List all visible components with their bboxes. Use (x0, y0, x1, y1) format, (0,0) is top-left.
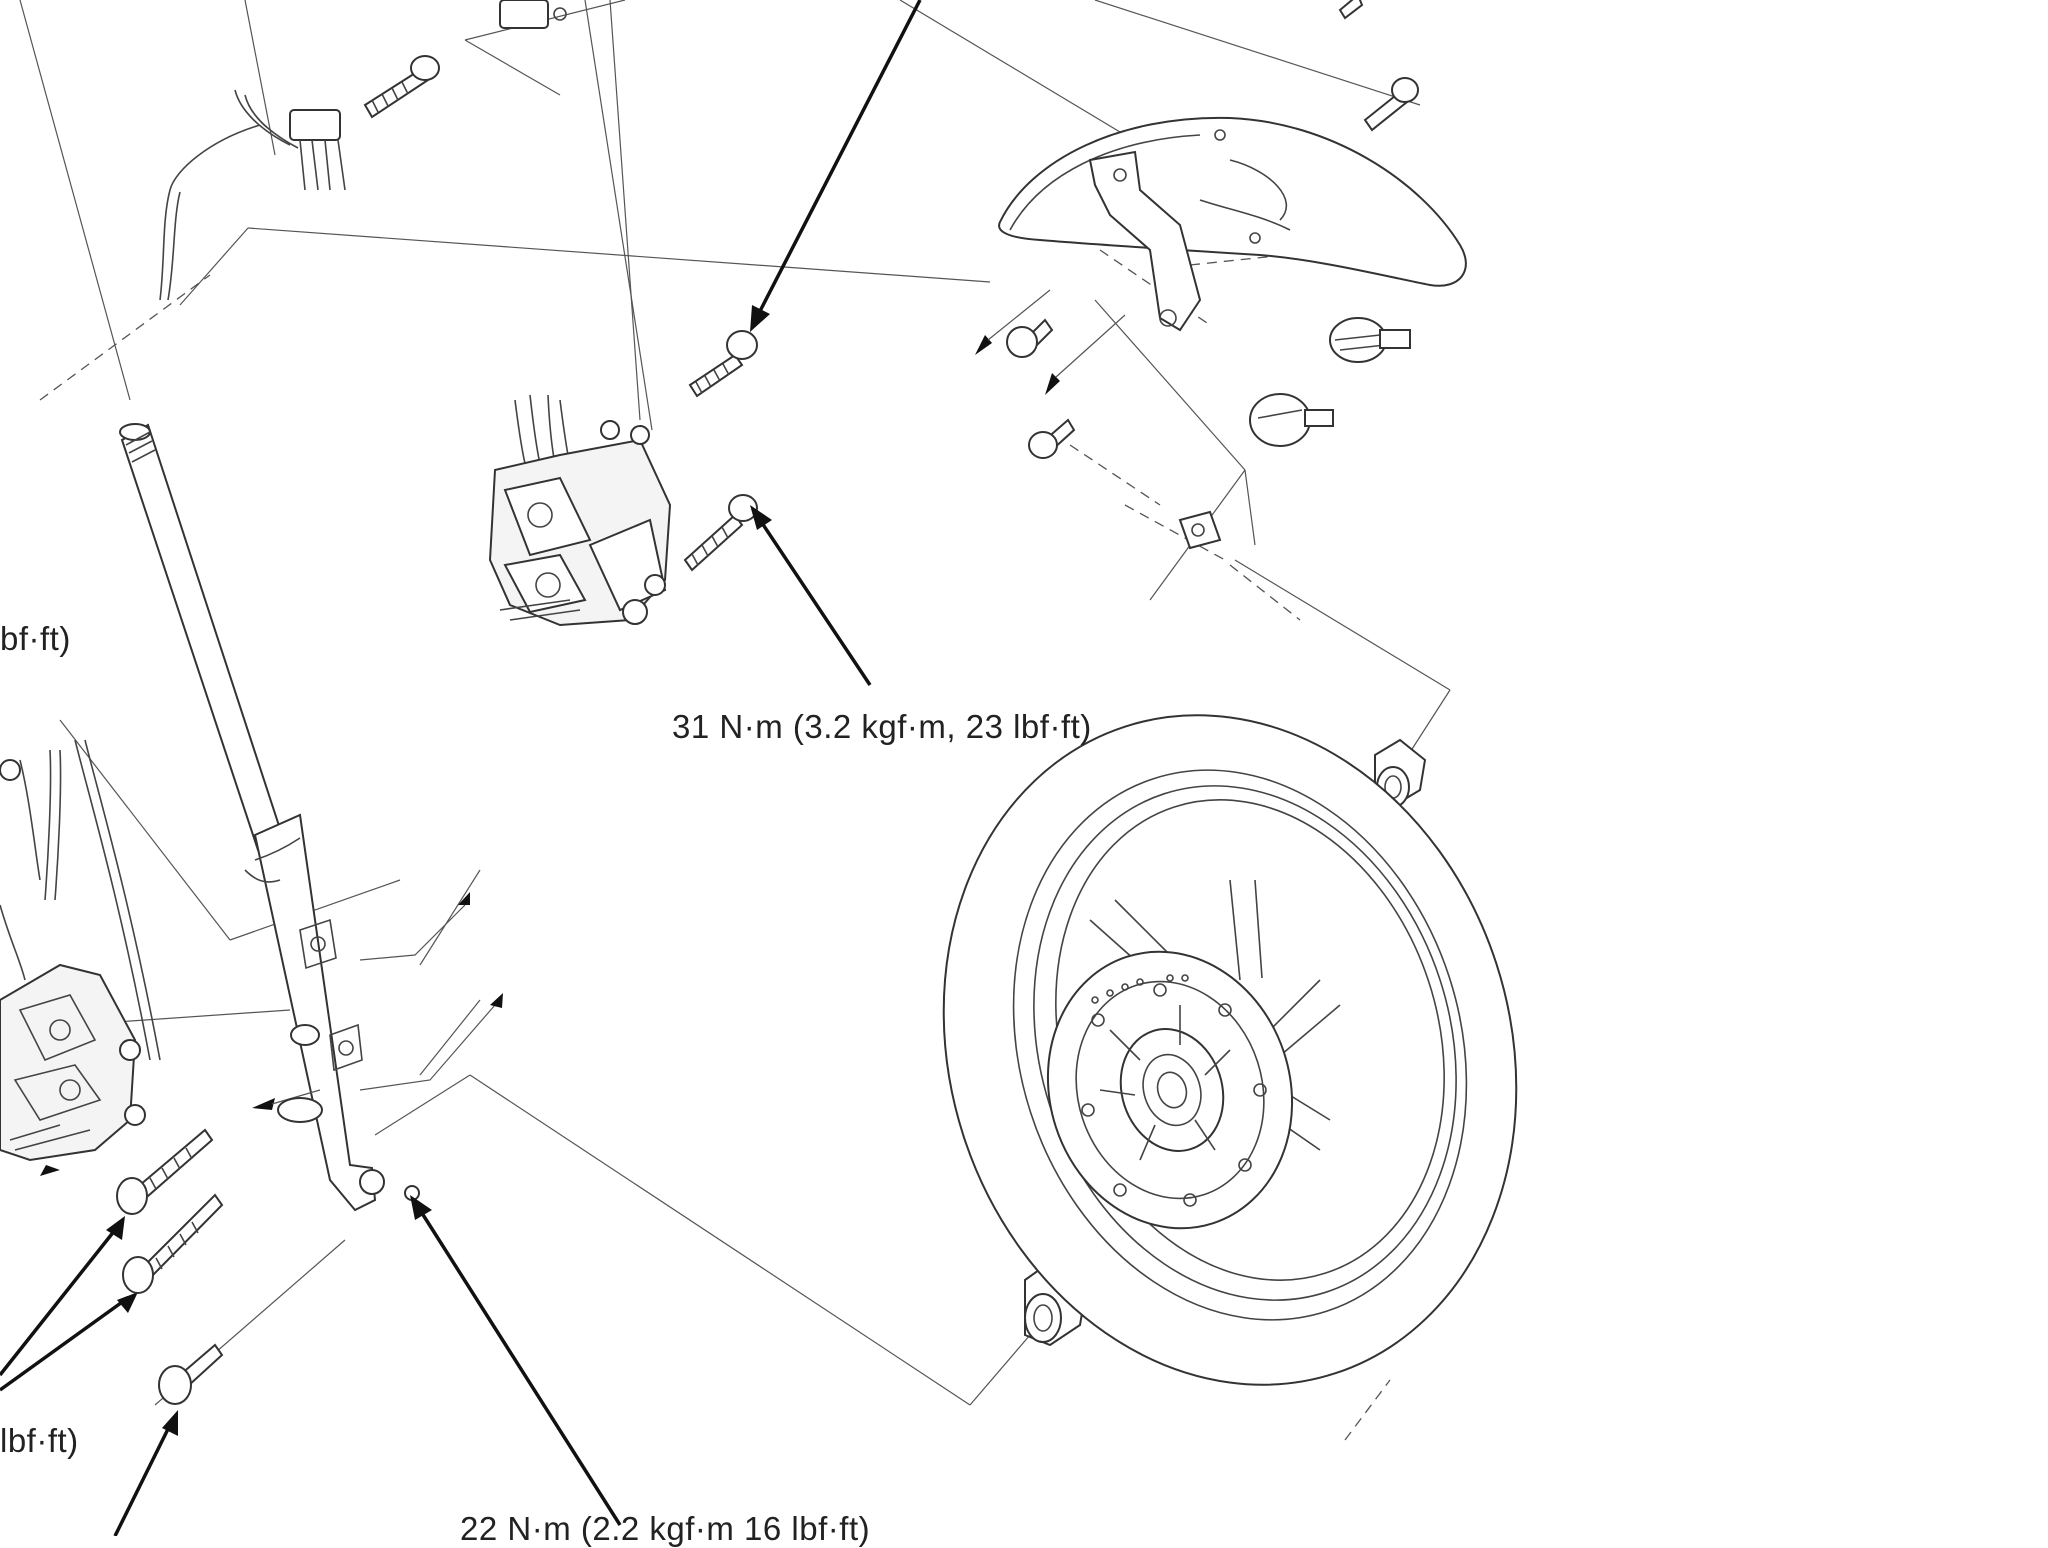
axle-pinch-bolt-icon (116, 1024, 323, 1405)
front-fender-icon (998, 116, 1467, 332)
left-torque-label-bottom: lbf·ft) (0, 1422, 79, 1459)
left-brake-caliper-icon (0, 963, 137, 1176)
brake-caliper-icon (488, 394, 672, 627)
brake-hose-icon (0, 0, 567, 1126)
bolt-icon (363, 55, 440, 119)
reflector-icon (1178, 317, 1411, 550)
torque-arrows (0, 0, 922, 1536)
fender-bolt-icon (1006, 0, 1419, 459)
reference-arrows (252, 289, 1126, 1110)
fork-leg-icon (119, 423, 420, 1212)
pinch-bolt-torque-label: 22 N·m (2.2 kgf·m 16 lbf·ft) (460, 1510, 871, 1547)
assembly-lines (0, 0, 1451, 1441)
caliper-bolt-upper-icon (688, 330, 758, 398)
caliper-bolt-lower-icon (683, 494, 758, 572)
axle-spacer-icon (1024, 738, 1427, 1347)
brake-disc-icon (1046, 950, 1294, 1230)
caliper-bolt-torque-label: 31 N·m (3.2 kgf·m, 23 lbf·ft) (672, 708, 1092, 745)
left-torque-label-top: bf·ft) (0, 620, 71, 657)
